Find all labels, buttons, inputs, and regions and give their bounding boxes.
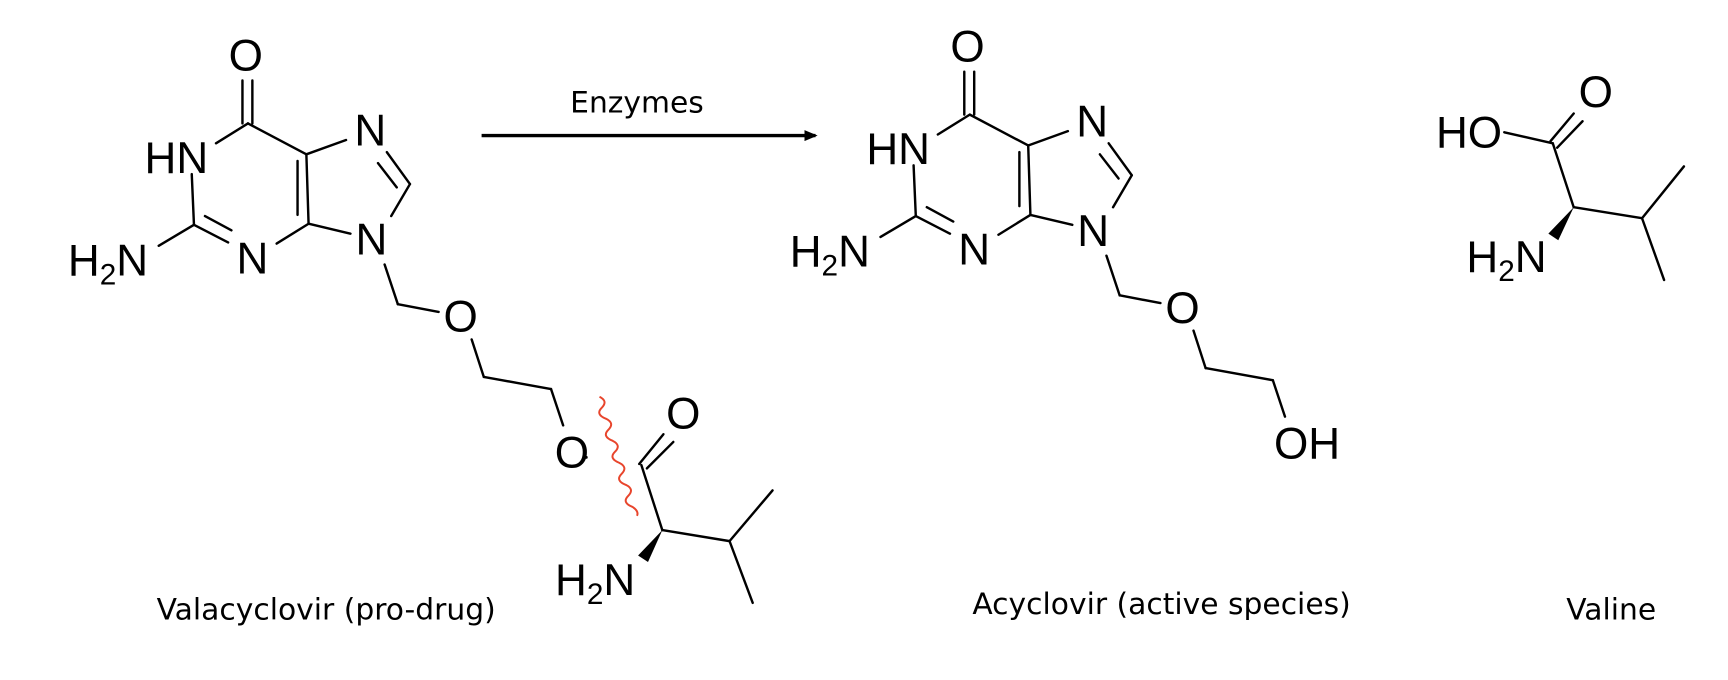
atom-o: O [229, 32, 263, 81]
atom-n3: N [958, 226, 990, 275]
arrow-label: Enzymes [570, 85, 704, 120]
bonds [157, 79, 774, 605]
bonds [879, 70, 1287, 418]
atom-h2n: H2N [68, 237, 148, 292]
atom-n7: N [354, 106, 386, 155]
atom-ether-o: O [444, 293, 478, 342]
atom-n9: N [355, 216, 387, 265]
atom-ether-o: O [1165, 284, 1199, 333]
atom-n9: N [1077, 207, 1109, 256]
atom-oh: OH [1274, 419, 1340, 468]
atom-hn: HN [144, 134, 208, 183]
cleavage-wavy-line [598, 395, 639, 517]
wedge-bond [638, 530, 663, 563]
valacyclovir-structure: O HN H2N N N N O O O H2N Valacyclovir (p… [68, 32, 774, 627]
atom-ester-o: O [555, 428, 589, 477]
bonds [1503, 112, 1686, 282]
atom-ester-carbonyl-o: O [666, 390, 700, 439]
atom-n7: N [1076, 98, 1108, 147]
atom-h2n: H2N [790, 228, 870, 283]
atom-hn: HN [866, 125, 930, 174]
valacyclovir-caption: Valacyclovir (pro-drug) [157, 592, 496, 627]
valine-structure: HO O H2N Valine [1436, 68, 1686, 627]
atom-n3: N [236, 234, 268, 283]
atom-o: O [950, 23, 984, 72]
reaction-arrow: Enzymes [481, 85, 818, 142]
atom-ho: HO [1436, 109, 1502, 158]
valine-caption: Valine [1566, 592, 1656, 627]
atom-o: O [1579, 68, 1613, 117]
atom-valyl-h2n: H2N [555, 556, 635, 611]
atom-h2n: H2N [1466, 233, 1546, 288]
wedge-bond [1548, 207, 1574, 241]
acyclovir-caption: Acyclovir (active species) [972, 587, 1350, 622]
acyclovir-structure: O HN H2N N N N O OH [790, 23, 1340, 469]
